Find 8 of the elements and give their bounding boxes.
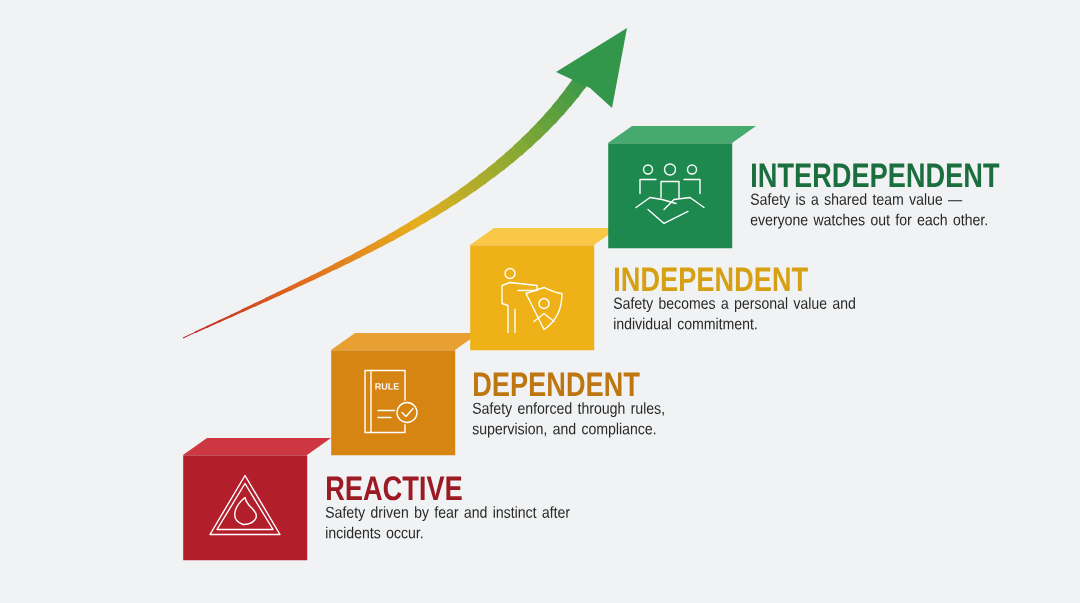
- step-description: Safety is a shared team value — everyone watches out for each other.: [750, 193, 987, 229]
- step-heading: DEPENDENT: [474, 372, 640, 396]
- step-description: Safety driven by fear and instinct after incidents occur.: [325, 506, 570, 539]
- step-heading: INDEPENDENT: [615, 267, 808, 291]
- step-heading: INTERDEPENDENT: [752, 163, 1000, 187]
- step-description: Safety enforced through rules, supervision, and compliance.: [472, 402, 664, 438]
- step-description: Safety becomes a personal value and individual commitment.: [613, 297, 855, 330]
- step-heading: REACTIVE: [327, 476, 462, 501]
